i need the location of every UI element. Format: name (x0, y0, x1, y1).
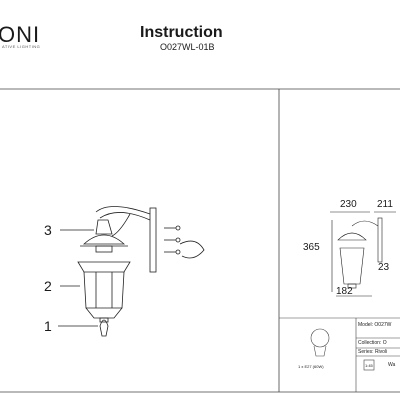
hood-neck (95, 245, 113, 253)
brand-logo: ONI (0, 22, 41, 47)
wall-plate-small (377, 217, 383, 263)
cage-bottom (85, 307, 123, 319)
callout-1: 1 (44, 318, 52, 334)
hood (82, 234, 126, 245)
bulb-icon (310, 328, 330, 348)
finial-small (347, 283, 357, 289)
callout-2: 2 (44, 278, 52, 294)
finial-base (99, 317, 109, 323)
wiring (179, 240, 205, 259)
bulb-spec: 1 x E27 (60W) (298, 364, 324, 369)
dim-23: 23 (378, 262, 390, 273)
ip-label: Wa (388, 362, 396, 368)
model-number: O027WL-01B (160, 42, 215, 52)
bulb-shape (99, 319, 109, 337)
bulb-icon-base (313, 345, 327, 357)
arm-small (351, 220, 379, 227)
page-title: Instruction (140, 24, 223, 41)
arm-top (95, 206, 151, 215)
brand-tagline: ATIVE LIGHTING (2, 44, 41, 49)
dimension-drawing (330, 211, 396, 297)
wall-plate (149, 207, 157, 273)
cage-small (339, 247, 365, 285)
hood-small (337, 232, 367, 241)
model-label: Model: O027W (358, 322, 392, 328)
dim-365-label: 365 (303, 242, 320, 253)
dim-230: 230 (340, 199, 357, 210)
cage-body (83, 271, 125, 309)
ip-icon-box (363, 359, 375, 371)
ip-icon-text: 1:45 (365, 363, 373, 368)
dim-182: 182 (336, 286, 353, 297)
callout-3: 3 (44, 222, 52, 238)
dim-211: 211 (377, 199, 393, 210)
arm-curl (111, 213, 131, 237)
hood-top (95, 219, 113, 235)
collection-label: Collection: O (358, 340, 387, 346)
cage-top (77, 261, 131, 273)
exploded-lamp-view (58, 206, 205, 337)
screw-set (164, 225, 181, 255)
info-panel (279, 317, 400, 392)
arm-bottom (99, 212, 151, 221)
series-label: Series: Rivoli (358, 349, 388, 355)
